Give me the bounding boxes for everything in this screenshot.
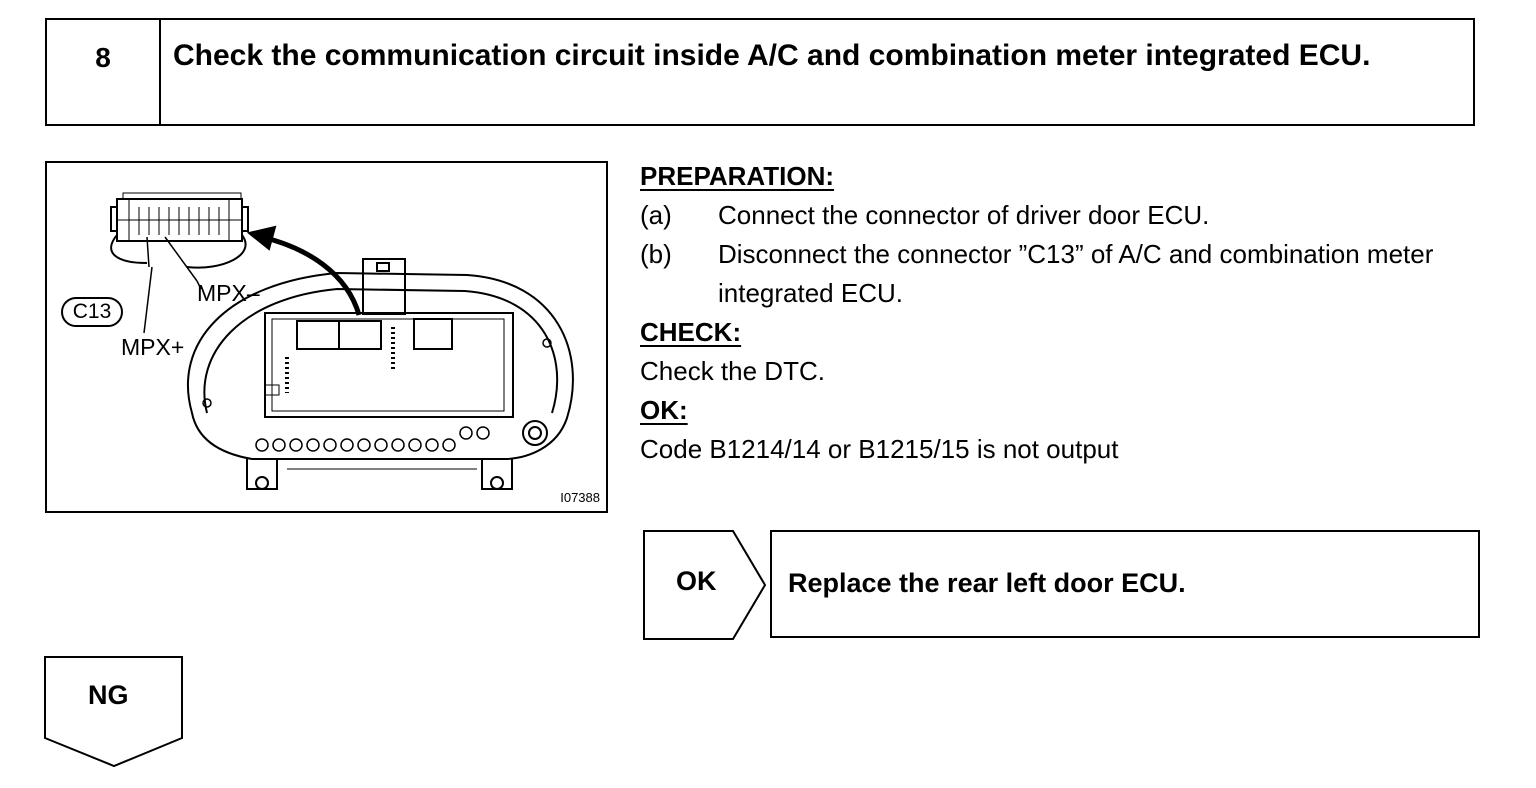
- step-number: 8: [47, 20, 161, 124]
- figure-id: I07388: [560, 490, 600, 505]
- ok-text: Code B1214/14 or B1215/15 is not output: [640, 434, 1119, 464]
- preparation-item-text: Connect the connector of driver door ECU…: [718, 200, 1210, 230]
- combination-meter-drawing: [110, 192, 574, 490]
- check-heading: CHECK:: [640, 317, 742, 347]
- ok-heading: OK:: [640, 395, 688, 425]
- gauge-holes: [255, 426, 490, 452]
- preparation-item-text: Disconnect the connector ”C13” of A/C an…: [718, 239, 1434, 308]
- step-header: 8 Check the communication circuit inside…: [45, 18, 1475, 126]
- step-title: Check the communication circuit inside A…: [173, 39, 1371, 72]
- ok-result-action: Replace the rear left door ECU.: [770, 530, 1480, 638]
- mpx-minus-label: MPX–: [197, 280, 260, 306]
- mpx-plus-label: MPX+: [121, 334, 185, 360]
- preparation-item-b: (b) Disconnect the connector ”C13” of A/…: [640, 235, 1490, 313]
- ok-result-label: OK: [676, 566, 717, 596]
- instructions: PREPARATION: (a) Connect the connector o…: [640, 157, 1490, 469]
- check-text: Check the DTC.: [640, 356, 825, 386]
- ng-result-label: NG: [88, 680, 129, 710]
- preparation-heading: PREPARATION:: [640, 161, 835, 191]
- connector-pins: [128, 199, 230, 241]
- ng-arrow-icon: [44, 656, 183, 768]
- preparation-item-a: (a) Connect the connector of driver door…: [640, 196, 1490, 235]
- preparation-item-letter: (a): [640, 200, 672, 230]
- preparation-item-letter: (b): [640, 239, 672, 269]
- figure-combination-meter: MPX– C13 MPX+ I07388: [45, 161, 608, 513]
- ok-arrow-icon: [643, 530, 767, 640]
- connector-c13-label: C13: [61, 297, 123, 327]
